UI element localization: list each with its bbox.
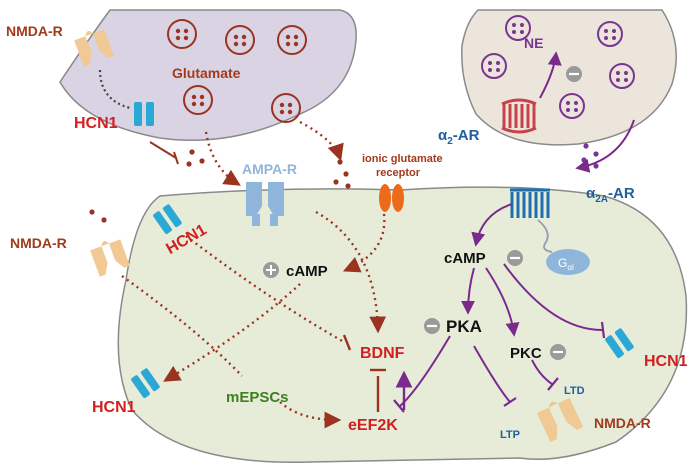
ne-pathways [399, 51, 635, 407]
label-bdnf: BDNF [360, 345, 405, 362]
label-ltd: LTD [564, 385, 585, 397]
label-hcn1-right: HCN1 [644, 353, 688, 370]
g-alpha-i-protein [537, 219, 590, 275]
label-ltp: LTP [500, 429, 520, 441]
hcn1-channel-presynaptic [134, 102, 154, 126]
glutamate-pathways [121, 120, 387, 429]
presyn-hcn1-inhibit [149, 141, 179, 165]
hcn1-channel-left [131, 368, 160, 398]
hcn1-channel-right [605, 328, 634, 358]
label-mepscs: mEPSCs [226, 389, 289, 406]
label-camp-right: cAMP [444, 250, 486, 267]
label-ne: NE [524, 35, 543, 51]
inhibition-tees [393, 321, 606, 413]
label-ionic-glutamate-line2: receptor [376, 167, 421, 179]
label-glutamate: Glutamate [172, 65, 241, 81]
label-ampa-r: AMPA-R [242, 161, 297, 177]
label-alpha2-ar: α2-AR [438, 127, 480, 147]
ne-vesicle-contents [488, 23, 628, 112]
ne-vesicles [481, 15, 635, 119]
minus-symbol-pkc [550, 344, 566, 360]
nmda-receptor-bottom-right [536, 397, 584, 443]
glutamate-vesicles [167, 19, 307, 123]
alpha2-adrenergic-receptor [501, 98, 537, 134]
label-hcn1-left: HCN1 [92, 399, 136, 416]
label-alpha2a-ar: α2A-AR [586, 185, 635, 205]
label-camp-left: cAMP [286, 263, 328, 280]
label-hcn1-presyn: HCN1 [74, 115, 118, 132]
bdnf-eef2k-links [370, 368, 413, 412]
minus-symbol-camp [507, 250, 523, 266]
minus-symbol-pka [424, 318, 440, 334]
hcn1-bdnf-inhibit-tee [342, 334, 352, 351]
label-nmda-r-top-left: NMDA-R [6, 23, 63, 39]
minus-symbol-ne [566, 66, 582, 82]
postsynaptic-neuron [117, 186, 688, 464]
nmda-receptor-top-left [74, 29, 114, 67]
label-g-alpha-i: Gαi [558, 256, 574, 272]
label-pkc: PKC [510, 345, 542, 362]
label-eef2k: eEF2K [348, 417, 398, 434]
label-pka: PKA [446, 317, 482, 336]
ionic-glutamate-receptor [379, 184, 404, 212]
presyn-hcn-dotted-link [98, 69, 131, 110]
glutamate-vesicle-contents [175, 28, 299, 115]
label-nmda-r-bottom-right: NMDA-R [594, 415, 651, 431]
label-nmda-r-left: NMDA-R [10, 235, 67, 251]
hcn1-channel-postsynaptic-top [153, 204, 182, 234]
plus-symbol-camp [263, 262, 279, 278]
nmda-receptor-left [90, 239, 130, 277]
ampa-receptor [246, 182, 284, 226]
label-ionic-glutamate-line1: ionic glutamate [362, 153, 443, 165]
